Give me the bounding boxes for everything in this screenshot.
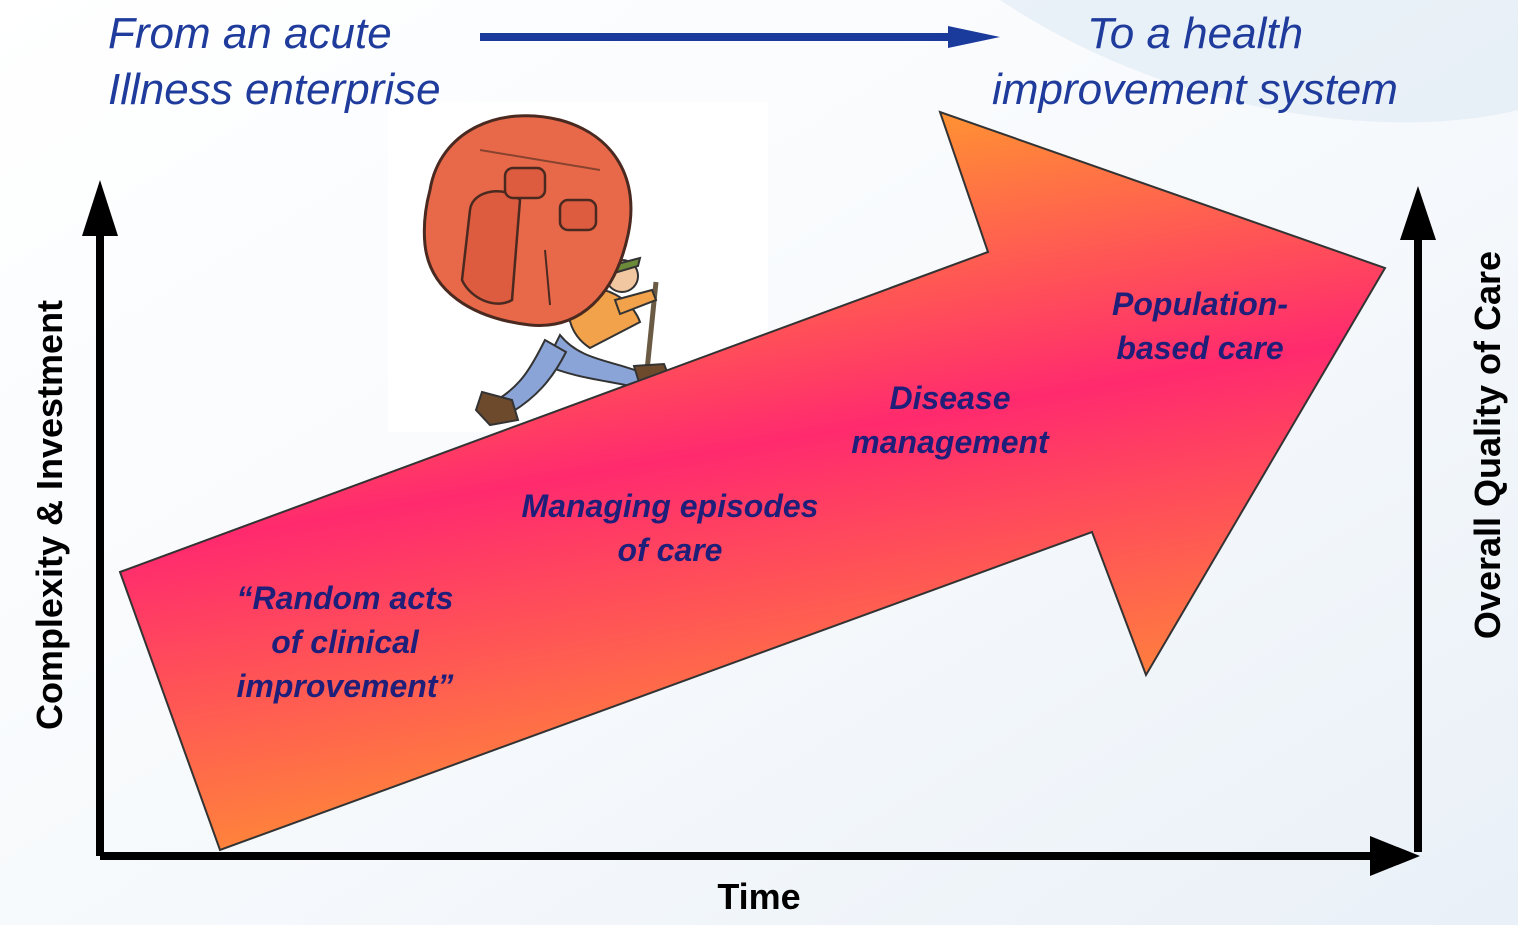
x-axis-title: Time — [717, 876, 801, 917]
axes — [82, 180, 1436, 876]
background-swirl — [1000, 0, 1518, 123]
to-label: To a health improvement system — [992, 9, 1398, 114]
stage-label-managing-episodes: Managing episodes of care — [521, 488, 819, 568]
y-axis-left-title: Complexity & Investment — [29, 299, 70, 731]
y-axis-right-title: Overall Quality of Care — [1467, 250, 1508, 640]
y-axis-right-arrowhead — [1400, 186, 1436, 240]
stage-label-disease-management: Disease management — [851, 380, 1049, 460]
hiker-icon — [422, 114, 674, 427]
from-label: From an acute Illness enterprise — [108, 9, 441, 114]
y-axis-left-arrowhead — [82, 180, 118, 236]
x-axis-arrowhead — [1370, 836, 1420, 876]
transition-arrow — [480, 26, 1000, 48]
stage-label-population-care: Population- based care — [1112, 286, 1288, 366]
stage-label-random-acts: “Random acts of clinical improvement” — [236, 580, 454, 704]
progress-arrow — [118, 110, 1387, 852]
